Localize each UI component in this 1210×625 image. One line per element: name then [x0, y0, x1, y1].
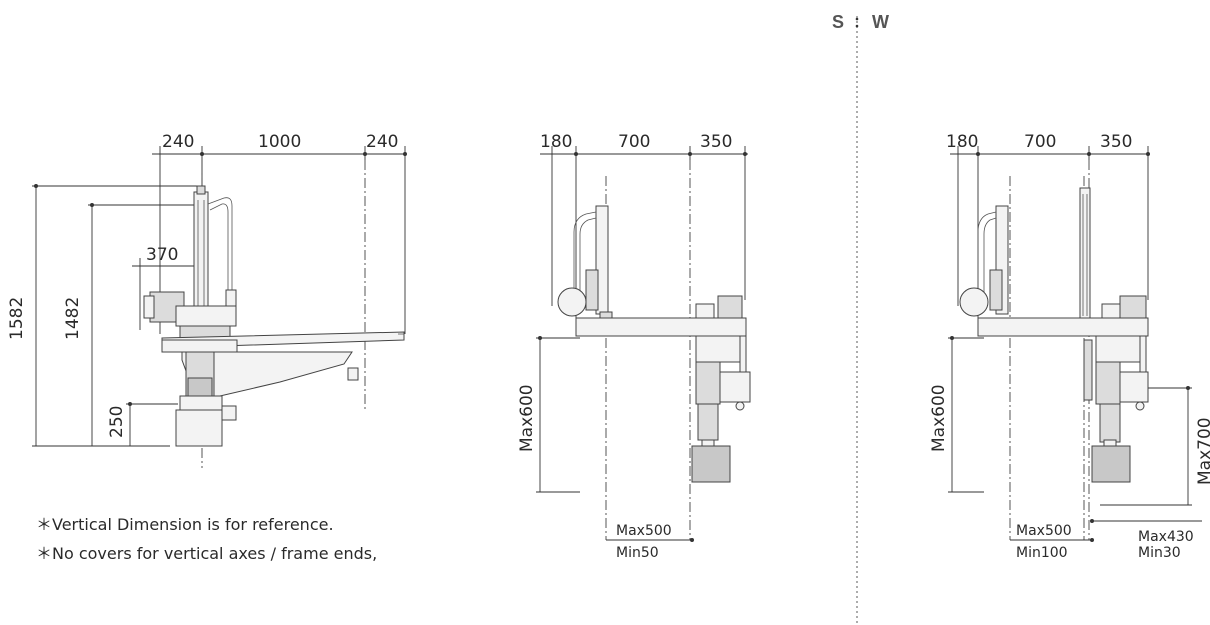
left-view: 240 1000 240 370 1582 1482 250: [7, 132, 407, 468]
w-dim-min30: Min30: [1138, 545, 1181, 561]
s-dim-700: 700: [618, 132, 650, 152]
s-dim-180: 180: [540, 132, 572, 152]
w-dim-max600: Max600: [929, 384, 949, 452]
s-dim-min50: Min50: [616, 545, 659, 561]
dim-1482: 1482: [63, 297, 83, 340]
w-dim-min100: Min100: [1016, 545, 1068, 561]
dim-240-left: 240: [162, 132, 194, 152]
w-dim-350: 350: [1100, 132, 1132, 152]
s-dim-350: 350: [700, 132, 732, 152]
w-dim-180: 180: [946, 132, 978, 152]
divider-dot: [855, 17, 859, 21]
s-dim-max600: Max600: [517, 384, 537, 452]
w-dim-700: 700: [1024, 132, 1056, 152]
dim-1000: 1000: [258, 132, 301, 152]
note-line-1: ＊Vertical Dimension is for reference.: [36, 515, 334, 534]
s-dim-max500: Max500: [616, 523, 672, 539]
label-s: S: [832, 12, 844, 32]
note-line-2: ＊No covers for vertical axes / frame end…: [36, 544, 377, 563]
divider-dot: [855, 24, 859, 28]
label-w: W: [872, 12, 889, 32]
dim-240-right: 240: [366, 132, 398, 152]
dim-250: 250: [107, 406, 127, 438]
w-dim-max430: Max430: [1138, 529, 1194, 545]
dim-1582: 1582: [7, 297, 27, 340]
s-view: 180 700 350 Max600 Max500 Min50: [517, 132, 751, 561]
w-view: 180 700 350 Max600 Max700 Max500 Min100 …: [929, 132, 1210, 561]
dim-370: 370: [146, 245, 178, 265]
w-dim-max700: Max700: [1195, 417, 1210, 485]
w-dim-max500: Max500: [1016, 523, 1072, 539]
